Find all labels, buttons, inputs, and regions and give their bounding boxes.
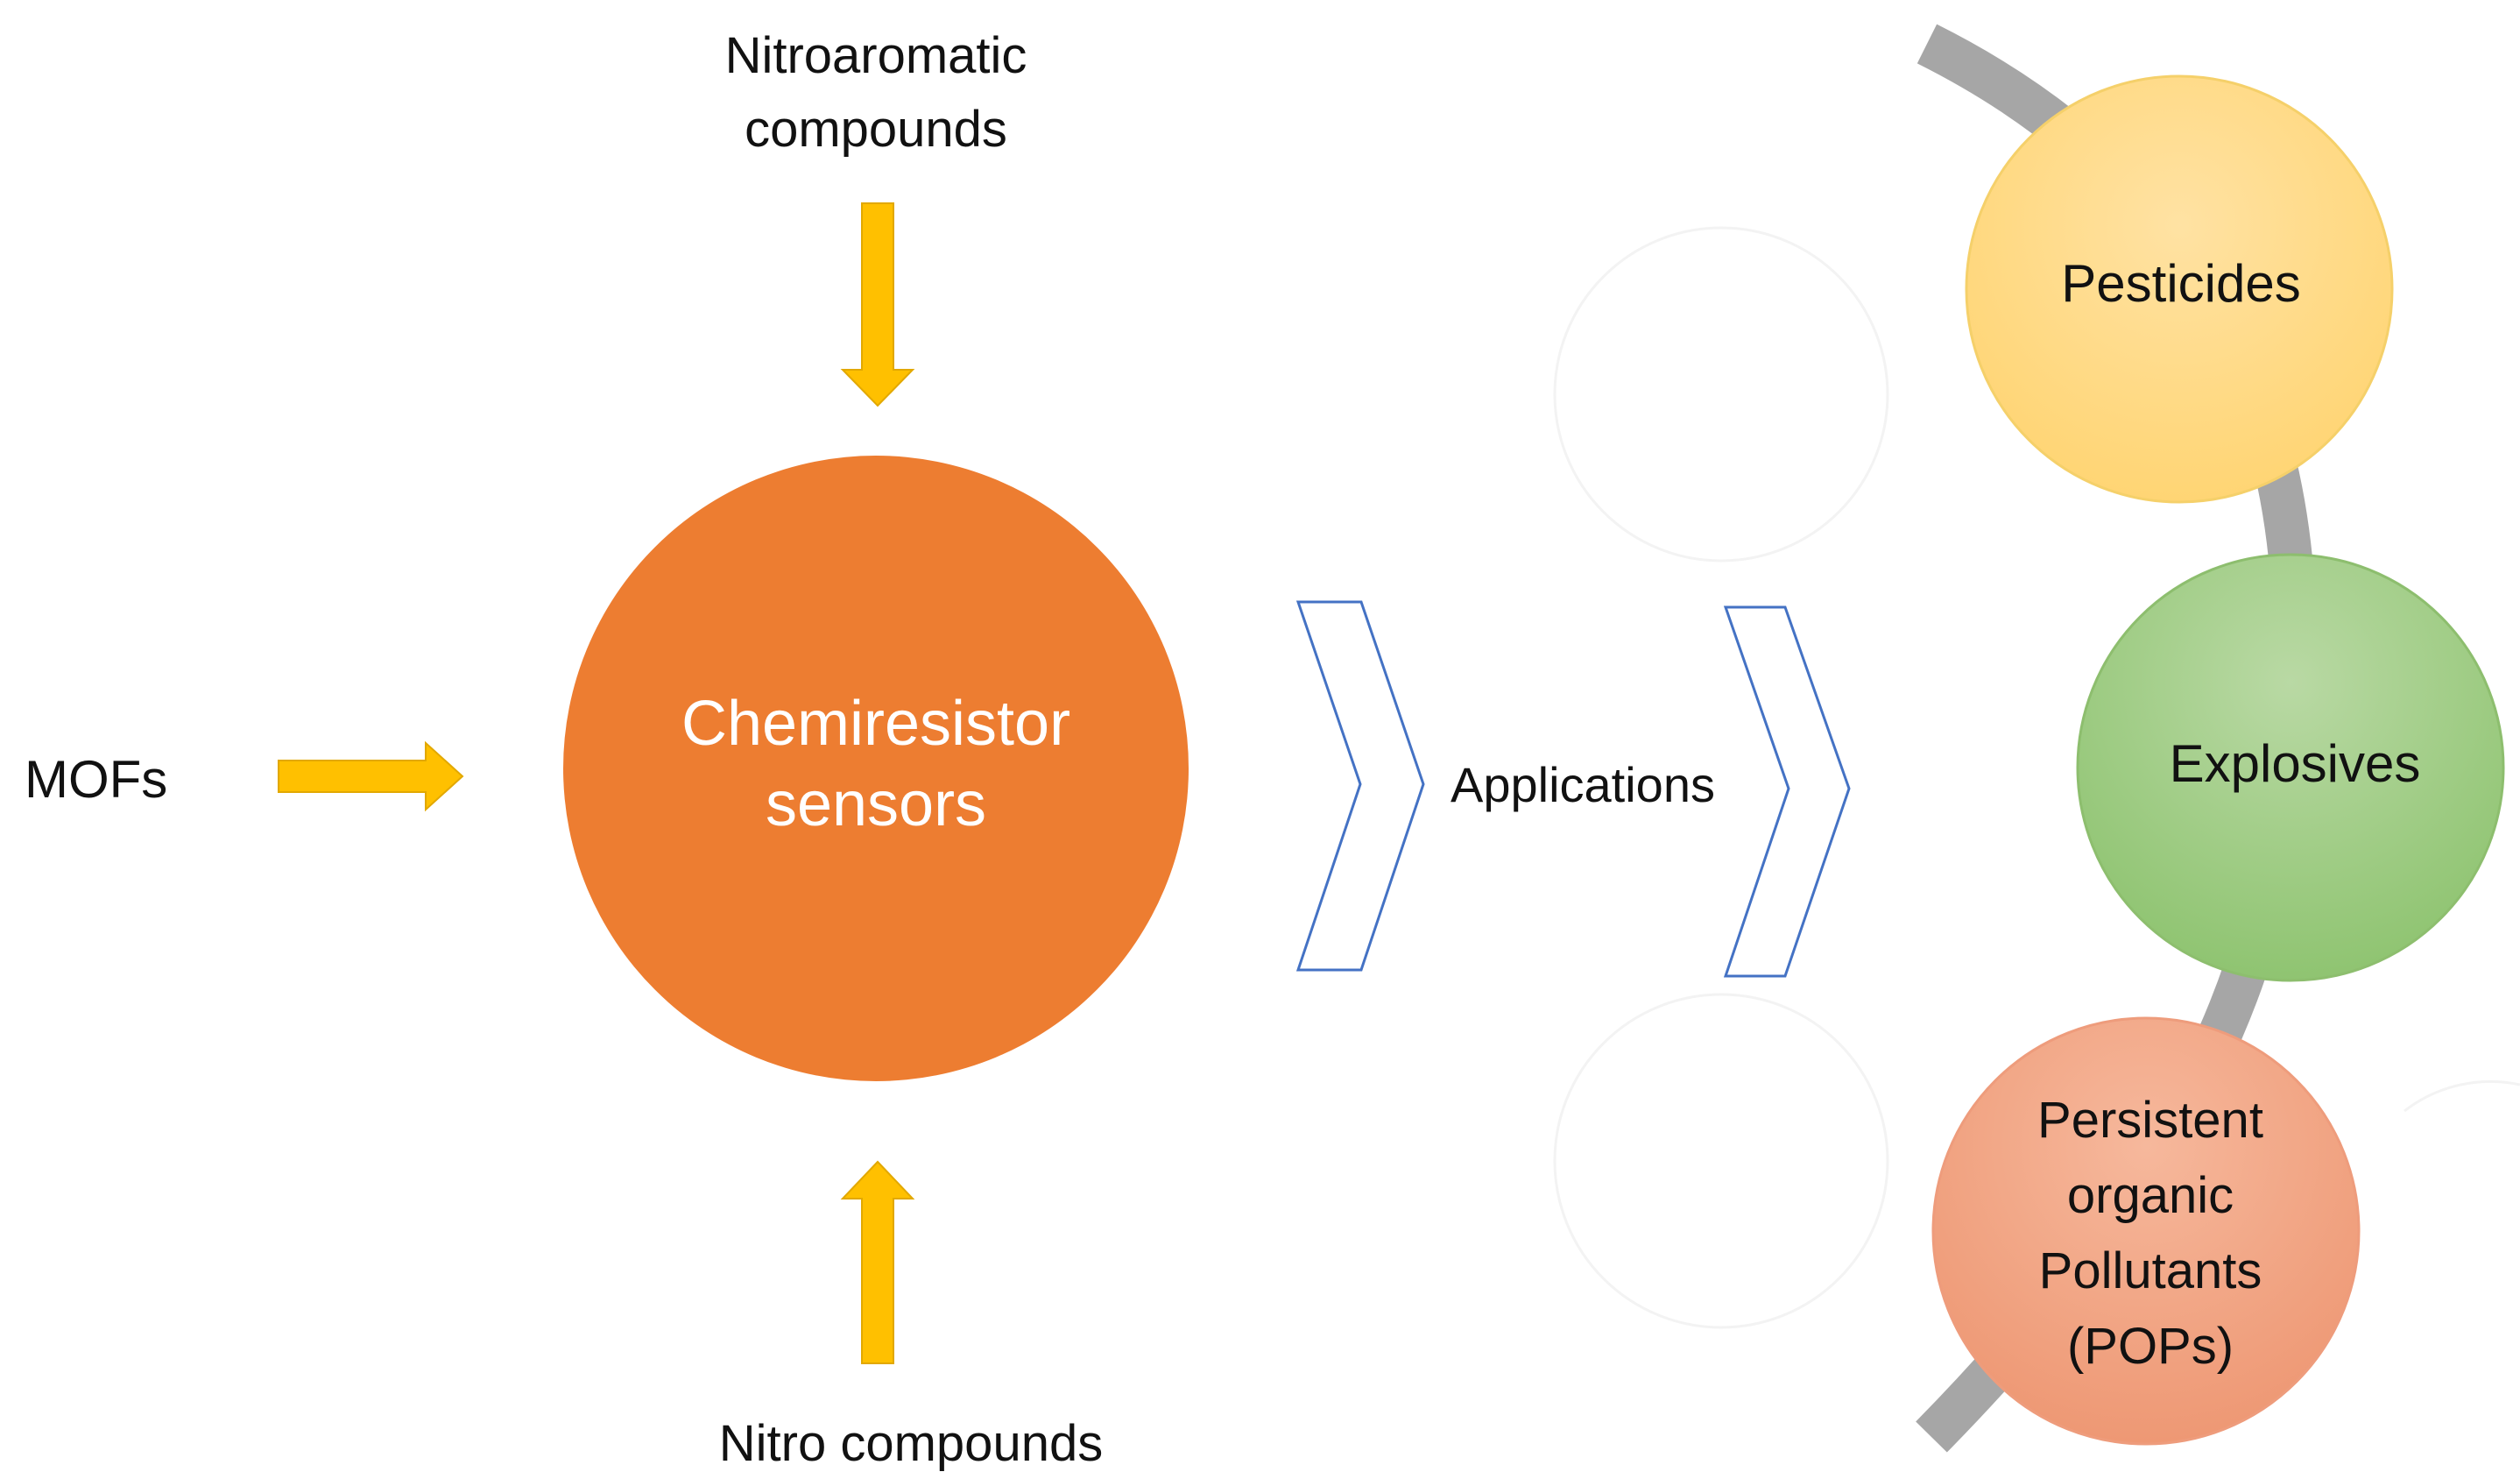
chevron-right-icon: [1295, 600, 1425, 972]
applications-label: Applications: [1451, 757, 1715, 812]
pesticides-label: Pesticides: [2061, 254, 2301, 313]
chemiresistor-sensors-label: Chemiresistor sensors: [681, 689, 1071, 839]
arrow-up-from-nitro: [840, 1160, 915, 1364]
nitro-compounds-label: Nitro compounds: [718, 1415, 1104, 1472]
chemiresistor-node: [563, 456, 1189, 1081]
nitroaromatic-compounds-label: Nitroaromatic compounds: [724, 27, 1027, 158]
ghost-circle-bottom: [1553, 993, 1889, 1329]
chevron-right-icon: [1723, 605, 1851, 978]
mofs-label: MOFs: [25, 750, 168, 809]
explosives-label: Explosives: [2169, 734, 2421, 793]
pesticides-node: [1965, 74, 2394, 504]
ghost-circle-top: [1553, 226, 1889, 563]
arrow-right-from-mofs: [278, 740, 464, 812]
ghost-circle-edge: [2404, 1079, 2520, 1113]
pops-node: [1931, 1016, 2361, 1446]
pops-label: Persistent organic Pollutants (POPs): [2037, 1092, 2263, 1375]
explosives-node: [2076, 553, 2505, 982]
arrow-down-from-nitroaromatic: [840, 202, 915, 407]
